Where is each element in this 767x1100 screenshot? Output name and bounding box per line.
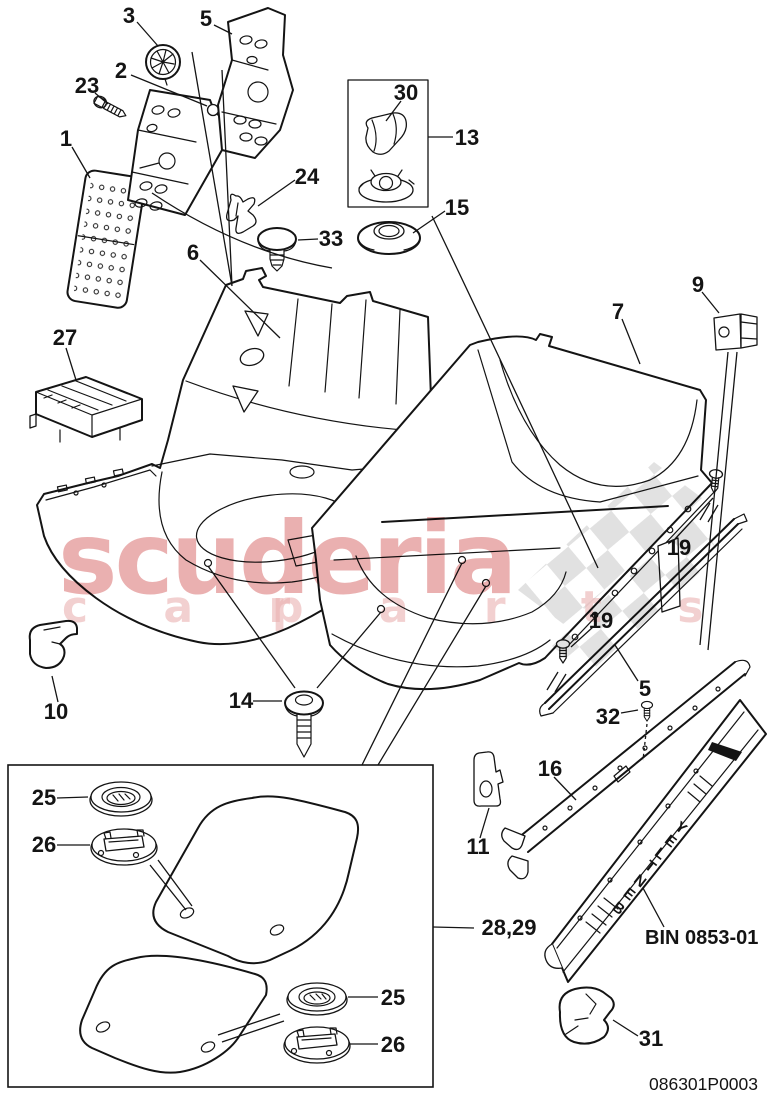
checkered-flag — [518, 462, 720, 674]
part-1-heel-pad — [66, 169, 146, 309]
part-25-grommet-right — [286, 982, 348, 1016]
part-11-clip — [473, 751, 504, 807]
callout-26-left: 26 — [32, 832, 56, 857]
watermark-secondary-left: c a r — [62, 582, 320, 633]
part-33-plug — [257, 227, 297, 272]
floor-mat-front — [79, 954, 268, 1074]
part-2-plate — [127, 89, 231, 216]
callout-9: 9 — [692, 272, 704, 297]
part-9-clip — [713, 313, 758, 351]
callout-7: 7 — [612, 299, 624, 324]
callout-13: 13 — [455, 125, 479, 150]
watermark-primary-text: scuderia — [58, 500, 514, 617]
mat-to-grommet-lines — [217, 1013, 285, 1043]
callout-25-left: 25 — [32, 785, 56, 810]
callout-6: 6 — [187, 240, 199, 265]
reference-lines — [151, 51, 738, 766]
callout-10: 10 — [44, 699, 68, 724]
callout-24: 24 — [295, 164, 320, 189]
drawing-number-text: 086301P0003 — [649, 1074, 758, 1094]
grommet-to-mat-lines — [149, 859, 193, 911]
watermark: scuderia c a r p a r t s — [58, 462, 733, 674]
part-32-screw — [640, 700, 654, 722]
callout-11: 11 — [466, 834, 489, 859]
part-14-screw — [284, 690, 324, 758]
callout-16: 16 — [538, 756, 562, 781]
callout-1: 1 — [60, 126, 72, 151]
part-15-grommet — [357, 221, 421, 255]
part-26-grommet-left — [90, 828, 158, 866]
part-13-box-assembly — [347, 79, 429, 208]
part-5-bracket — [217, 7, 294, 159]
callout-23: 23 — [75, 73, 99, 98]
part-25-grommet-left — [89, 781, 153, 817]
watermark-secondary-right: p a r t s — [272, 582, 733, 633]
callout-5: 5 — [200, 6, 212, 31]
callout-33: 33 — [319, 226, 343, 251]
screw-32-axis-line — [642, 723, 648, 761]
callout-30: 30 — [394, 80, 418, 105]
part-24-clip — [226, 193, 257, 234]
part-10-trim — [28, 619, 78, 669]
callout-25-right: 25 — [381, 985, 405, 1010]
part-23-screw — [93, 95, 127, 118]
callout-4: 5 — [639, 676, 651, 701]
callout-labels: 1 2 3 5 23 30 13 24 15 33 6 9 7 27 19 19… — [32, 3, 720, 1057]
part-3-cap — [145, 44, 181, 86]
callout-2: 2 — [115, 58, 127, 83]
part-31-bracket — [558, 986, 615, 1045]
part-13-knob — [358, 169, 415, 203]
bin-leader — [642, 887, 665, 928]
callout-26-right: 26 — [381, 1032, 405, 1057]
callout-31: 31 — [639, 1026, 663, 1051]
callout-3: 3 — [123, 3, 135, 28]
part-26-grommet-right — [283, 1026, 351, 1064]
callout-28-29: 28,29 — [481, 915, 536, 940]
bin-code-text: BIN 0853-01 — [645, 927, 758, 949]
part-30-wedge — [365, 112, 407, 155]
inset-box — [7, 764, 434, 1088]
callout-15: 15 — [445, 195, 469, 220]
part-27-tray — [29, 376, 143, 443]
callout-14: 14 — [229, 688, 254, 713]
callout-27: 27 — [53, 325, 77, 350]
part-16-sill-trim — [501, 659, 751, 880]
callout-32: 32 — [596, 704, 620, 729]
